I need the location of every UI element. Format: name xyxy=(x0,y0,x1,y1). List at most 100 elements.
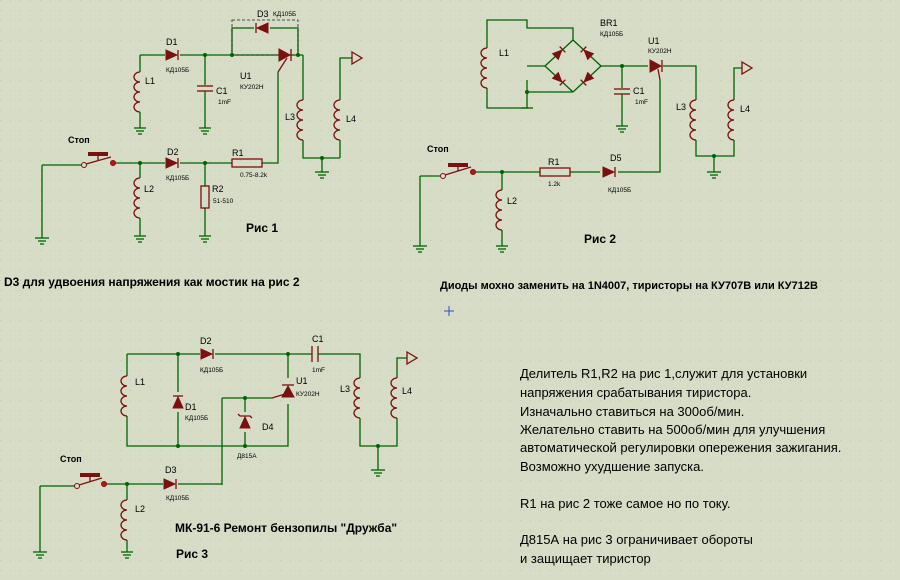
fig1-l2-coil xyxy=(133,177,141,219)
fig1-stop-switch xyxy=(81,152,116,168)
fig3-l1-label: L1 xyxy=(135,377,145,387)
fig2-d5-diode xyxy=(602,166,616,178)
fig3-title: МК-91-6 Ремонт бензопилы "Дружба" xyxy=(175,521,397,535)
fig3-l3-coil xyxy=(353,377,361,419)
fig2-grounds xyxy=(413,107,721,253)
para-line: Д815А на рис 3 ограничивает обороты xyxy=(520,532,753,547)
fig1-l4-label: L4 xyxy=(346,114,356,124)
fig2-br1-bridge xyxy=(551,46,595,86)
fig1-c1-label: C1 xyxy=(216,86,228,96)
fig1-caption: Рис 1 xyxy=(246,221,278,235)
fig2-l2-coil xyxy=(495,189,503,231)
fig1-d1-label: D1 xyxy=(166,37,178,47)
fig1-r1-value: 0.75-8.2k xyxy=(240,172,268,179)
fig1-r2-resistor xyxy=(200,185,210,209)
fig3-c1-capacitor xyxy=(310,346,325,362)
fig2-l3-coil xyxy=(689,99,697,141)
fig3-d4-zener xyxy=(237,413,253,429)
figure-3: D2 КД105Б C1 1mF L1 D1 КД105Б U1 КУ202Н … xyxy=(33,334,419,561)
fig1-r2-label: R2 xyxy=(212,184,224,194)
para-line: Делитель R1,R2 на рис 1,служит для устан… xyxy=(520,366,807,381)
fig3-d3-diode xyxy=(163,478,177,490)
fig1-u1-label: U1 xyxy=(240,71,252,81)
fig2-u1-value: КУ202Н xyxy=(648,48,672,55)
fig3-d1-diode xyxy=(172,395,184,409)
fig3-l2-coil xyxy=(120,499,128,541)
fig1-d2-value: КД105Б xyxy=(166,175,189,182)
diodes-note: Диоды мохно заменить на 1N4007, тиристор… xyxy=(440,280,818,292)
fig1-d1-diode xyxy=(165,49,179,61)
fig2-l2-label: L2 xyxy=(507,196,517,206)
fig2-r1-value: 1.2k xyxy=(548,181,561,188)
fig2-l1-coil xyxy=(480,47,488,89)
fig3-l4-coil xyxy=(390,377,398,419)
fig1-grounds xyxy=(35,127,329,245)
para-line: Желательно ставить на 500об/мин для улуч… xyxy=(520,422,825,437)
fig3-d2-diode xyxy=(200,348,214,360)
fig1-d2-diode xyxy=(165,157,179,169)
fig2-u1-thyristor xyxy=(649,59,663,81)
fig3-output-terminal xyxy=(406,350,419,366)
fig3-caption: Рис 3 xyxy=(176,547,208,561)
fig1-l4-coil xyxy=(333,99,341,141)
fig3-junctions xyxy=(125,352,380,486)
fig3-stop-label: Стоп xyxy=(60,454,82,464)
fig1-d3-dashed-box xyxy=(231,19,299,56)
fig3-u1-label: U1 xyxy=(296,376,308,386)
fig2-l4-label: L4 xyxy=(740,104,750,114)
fig3-d3-value: КД105Б xyxy=(166,495,189,502)
fig3-l1-coil xyxy=(120,375,128,417)
figure-1: D1 КД105Б D3 КД105Б C1 1mF U1 КУ202Н L1 … xyxy=(35,9,364,245)
fig1-u1-value: КУ202Н xyxy=(240,84,264,91)
fig3-stop-switch xyxy=(74,473,107,489)
fig2-caption: Рис 2 xyxy=(584,232,616,246)
fig2-r1-resistor xyxy=(539,167,571,177)
fig3-d1-label: D1 xyxy=(185,402,197,412)
fig3-d2-value: КД105Б xyxy=(200,367,223,374)
fig1-d3-label: D3 xyxy=(257,9,269,19)
fig3-d4-value: Д815А xyxy=(237,453,257,460)
explanation-paragraph: Делитель R1,R2 на рис 1,служит для устан… xyxy=(520,366,841,566)
fig2-l3-label: L3 xyxy=(676,102,686,112)
fig1-r1-label: R1 xyxy=(232,148,244,158)
figure-2: BR1 КД105Б U1 КУ202Н L1 C1 1mF L3 L4 Сто… xyxy=(413,18,754,253)
para-line: R1 на рис 2 тоже самое но по току. xyxy=(520,496,730,511)
fig1-d3-diode xyxy=(255,22,269,34)
fig1-u1-thyristor xyxy=(277,48,292,73)
fig2-br1-value: КД105Б xyxy=(600,31,623,38)
fig2-c1-value: 1mF xyxy=(635,99,648,106)
fig1-d3-value: КД105Б xyxy=(273,11,296,18)
fig3-u1-value: КУ202Н xyxy=(296,391,320,398)
fig2-output-terminal xyxy=(741,60,754,76)
fig2-stop-switch xyxy=(440,163,476,179)
fig3-c1-value: 1mF xyxy=(312,367,325,374)
fig2-br1-label: BR1 xyxy=(600,18,618,28)
fig1-r1-resistor xyxy=(231,158,263,168)
fig3-grounds xyxy=(33,469,385,559)
fig3-u1-thyristor xyxy=(271,384,295,399)
fig2-r1-label: R1 xyxy=(548,157,560,167)
fig2-l4-coil xyxy=(727,99,735,141)
fig2-u1-label: U1 xyxy=(648,36,660,46)
fig1-c1-capacitor xyxy=(197,85,213,100)
fig1-l3-label: L3 xyxy=(285,112,295,122)
fig3-l2-label: L2 xyxy=(135,504,145,514)
fig3-wires xyxy=(39,353,407,552)
para-line: автоматической регулировки опережения за… xyxy=(520,440,841,455)
fig3-d3-label: D3 xyxy=(165,465,177,475)
fig1-l1-label: L1 xyxy=(145,76,155,86)
para-line: Изначально ставиться на 300об/мин. xyxy=(520,404,744,419)
fig1-d1-value: КД105Б xyxy=(166,67,189,74)
fig2-d5-value: КД105Б xyxy=(608,187,631,194)
fig2-d5-label: D5 xyxy=(610,153,622,163)
fig2-c1-label: C1 xyxy=(633,86,645,96)
fig3-d2-label: D2 xyxy=(200,336,212,346)
fig1-junctions xyxy=(138,53,324,165)
fig3-d4-label: D4 xyxy=(262,422,274,432)
fig1-r2-value: 51-510 xyxy=(213,198,234,205)
fig1-output-terminal xyxy=(351,50,364,66)
d3-note: D3 для удвоения напряжения как мостик на… xyxy=(4,275,300,289)
fig1-stop-label: Стоп xyxy=(68,135,90,145)
fig2-l1-label: L1 xyxy=(499,48,509,58)
